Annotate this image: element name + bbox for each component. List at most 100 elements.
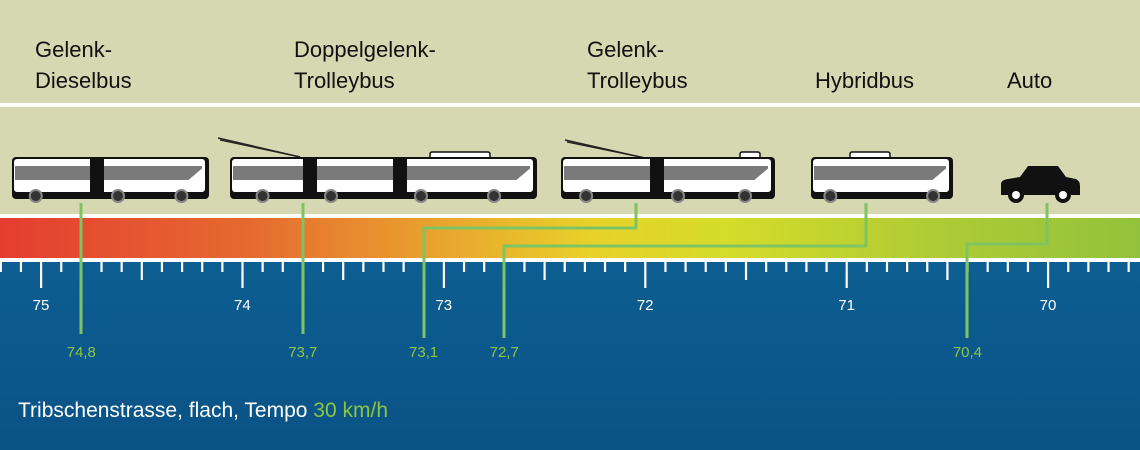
axis-tick (845, 262, 848, 288)
vehicle-label-band (0, 0, 1140, 103)
vehicle-doppelgelenk-trolleybus (217, 137, 537, 203)
vehicle-gelenk-dieselbus (12, 157, 209, 203)
wheel (926, 189, 941, 203)
scale-area (0, 262, 1140, 450)
axis-tick (946, 262, 949, 280)
axis-tick (644, 262, 647, 288)
axis-tick (120, 262, 123, 272)
value-label: 73,7 (288, 344, 317, 361)
axis-tick (1067, 262, 1070, 272)
bus-front (179, 166, 205, 188)
bus-windows (814, 166, 946, 180)
vehicle-name-gelenk-dieselbus: Gelenk- Dieselbus (35, 37, 132, 93)
wheel (414, 189, 428, 203)
value-label: 74,8 (67, 344, 96, 361)
vehicle-hybridbus (811, 151, 953, 203)
axis-tick-label: 74 (234, 297, 251, 314)
trolley-pole (219, 139, 301, 158)
axis-tick (40, 262, 43, 288)
axis-tick-label: 71 (838, 297, 855, 314)
vehicle-name-hybridbus: Hybridbus (815, 68, 915, 93)
bus-joint (650, 157, 664, 199)
axis-tick (483, 262, 486, 272)
divider (0, 258, 1140, 262)
axis-tick (60, 262, 63, 272)
bus-windows (15, 166, 202, 180)
axis-tick (1006, 262, 1009, 272)
gradient-scale-bar (0, 218, 1140, 258)
bus-front (923, 166, 949, 188)
axis-tick (523, 262, 526, 272)
axis-tick (160, 262, 164, 272)
axis-tick (241, 262, 244, 288)
bus-front (507, 166, 533, 188)
bus-joint (90, 157, 104, 199)
axis-tick (221, 262, 224, 272)
bus-windows (233, 166, 530, 180)
axis-tick (1087, 262, 1090, 272)
leader-line-3 (422, 203, 638, 338)
leader-line-4 (502, 203, 868, 338)
axis-tick (624, 262, 627, 272)
wheel-hub (1059, 191, 1067, 199)
vehicle-name-auto: Auto (1007, 68, 1053, 93)
title-speed-highlight: 30 km/h (313, 399, 388, 422)
value-label: 70,4 (953, 344, 982, 361)
axis-tick (0, 262, 2, 272)
axis-tick (724, 262, 727, 272)
axis-tick (865, 262, 868, 272)
bus-joint (303, 157, 317, 199)
axis-tick (362, 262, 365, 272)
wheel (28, 189, 43, 203)
axis-tick (885, 262, 889, 272)
leader-line-5 (965, 203, 1049, 338)
axis-tick (805, 262, 808, 272)
wheel (738, 189, 753, 203)
axis-tick (563, 262, 566, 272)
axis-tick (543, 262, 546, 280)
axis-tick (1026, 262, 1030, 272)
wheel (823, 189, 838, 203)
axis-tick (321, 262, 325, 272)
trolley-pole (566, 141, 646, 159)
wheel (671, 189, 685, 203)
vehicle-auto (1001, 166, 1080, 203)
title-text: Tribschenstrasse, flach, Tempo (18, 399, 314, 422)
wheel (487, 189, 502, 203)
axis-tick (261, 262, 264, 272)
divider (0, 214, 1140, 218)
axis-tick (342, 262, 345, 280)
axis-tick-label: 70 (1040, 297, 1057, 314)
axis-tick (986, 262, 989, 272)
axis-tick (1107, 262, 1110, 272)
bus-windows (564, 166, 768, 180)
wheel (111, 189, 125, 203)
axis-tick (825, 262, 828, 272)
axis-tick (603, 262, 607, 272)
axis-tick (442, 262, 445, 288)
axis-tick (1047, 262, 1050, 288)
axis-tick (19, 262, 23, 272)
axis-tick (744, 262, 748, 280)
axis-tick (765, 262, 768, 272)
value-label: 72,7 (490, 344, 519, 361)
axis-tick (664, 262, 667, 272)
axis-tick-label: 73 (435, 297, 452, 314)
axis-tick (140, 262, 143, 280)
chart-title: Tribschenstrasse, flach, Tempo 30 km/h (18, 399, 388, 423)
vehicle-gelenk-trolleybus (561, 139, 775, 203)
axis-tick (704, 262, 707, 272)
axis-tick (785, 262, 788, 272)
vehicle-name-gelenk-trolleybus: Gelenk- Trolleybus (587, 37, 688, 93)
wheel (255, 189, 270, 203)
axis-tick (906, 262, 909, 272)
divider (0, 103, 1140, 107)
axis-tick (180, 262, 184, 272)
axis-tick (382, 262, 385, 272)
axis-tick (281, 262, 284, 272)
axis-tick (926, 262, 929, 272)
axis-tick (402, 262, 405, 272)
bus-joint (393, 157, 407, 199)
wheel-hub (1012, 191, 1020, 199)
